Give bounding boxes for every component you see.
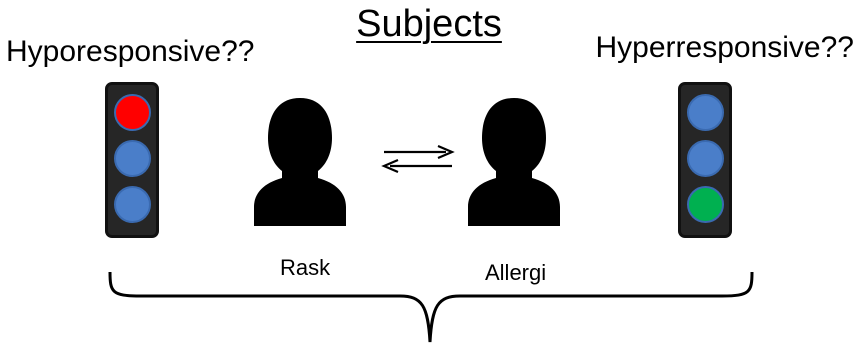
left-lamp-bottom — [114, 186, 151, 223]
exchange-arrows-icon — [381, 144, 455, 174]
hyperresponsive-label: Hyperresponsive?? — [595, 31, 854, 64]
person-label-rask: Rask — [280, 255, 331, 280]
person-rask-icon — [254, 98, 346, 226]
curly-brace-icon — [108, 271, 754, 343]
person-label-allergi: Allergi — [485, 260, 547, 285]
diagram-title: Subjects — [356, 3, 502, 45]
right-lamp-bottom — [687, 186, 724, 223]
left-lamp-top — [114, 94, 151, 131]
left-traffic-light — [105, 82, 159, 238]
left-lamp-middle — [114, 140, 151, 177]
person-allergi-icon — [468, 98, 560, 226]
right-lamp-middle — [687, 140, 724, 177]
right-traffic-light — [678, 82, 732, 238]
hyporesponsive-label: Hyporesponsive?? — [6, 35, 255, 68]
right-lamp-top — [687, 94, 724, 131]
